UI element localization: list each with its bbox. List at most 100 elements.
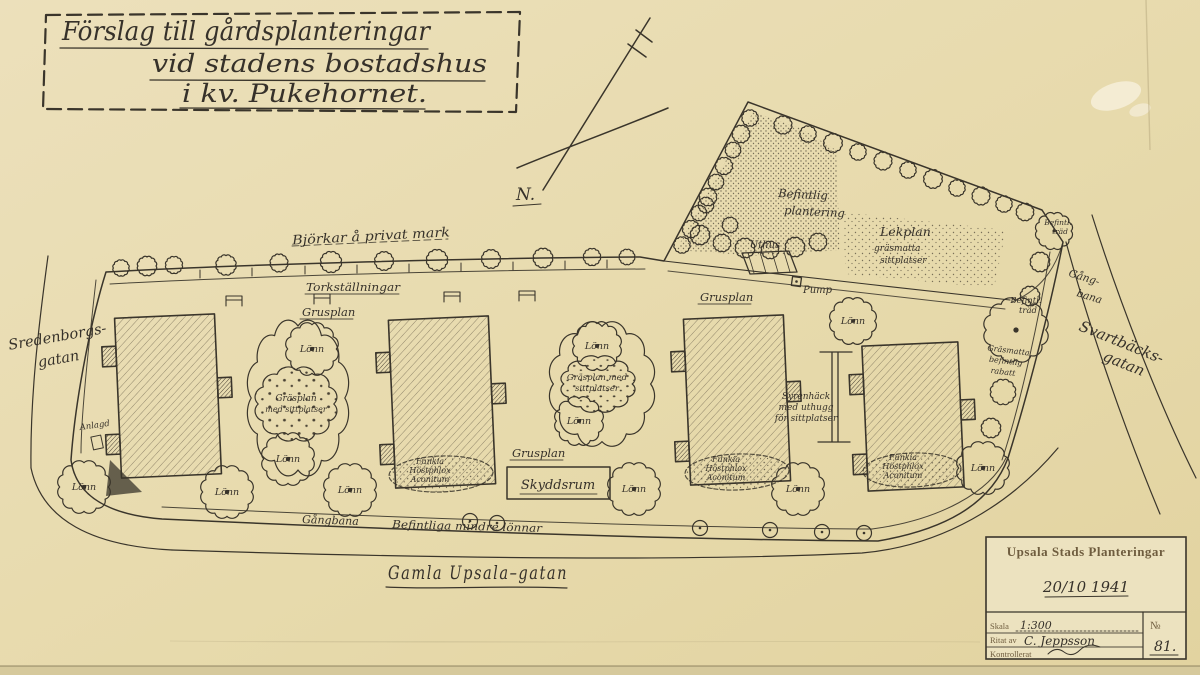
label-playground-line3: sittplatser — [880, 256, 927, 266]
label-maple: Lönn — [275, 454, 300, 465]
building-steps — [670, 350, 687, 373]
label-lawn2-line1: Gräsplan med — [567, 373, 628, 383]
north-arrow-feathers — [627, 29, 653, 58]
number-value: 81. — [1154, 639, 1176, 655]
outbuilding-roof-hatch — [747, 251, 791, 274]
building-2 — [374, 315, 507, 489]
laid-out-feature — [90, 434, 104, 451]
label-birches-underline — [291, 238, 449, 247]
drying-rack-icon — [518, 290, 536, 302]
building-steps — [374, 351, 392, 374]
playground-texture — [842, 212, 1006, 288]
drying-rack-icon — [443, 291, 461, 303]
lilac-hedge-symbol — [817, 351, 853, 443]
building-steps — [785, 380, 802, 403]
label-gravel-1: Grusplan — [302, 305, 355, 319]
building-4 — [848, 341, 977, 492]
building-steps — [490, 382, 507, 405]
drying-racks — [225, 290, 536, 307]
street-left-line2: gatan — [37, 348, 81, 371]
building-steps — [848, 373, 865, 396]
label-walkway-bottom: Gångbana — [302, 513, 359, 528]
label-existing-tree-1: Befintl. — [1043, 218, 1072, 227]
label-lawn1-line2: med sittplatser — [265, 405, 328, 414]
perennial-bed — [388, 455, 494, 493]
label-maple: Lönn — [566, 416, 591, 427]
checked-label: Kontrollerat — [990, 649, 1032, 659]
label-gravel-2: Grusplan — [700, 290, 753, 304]
right-road-edge-2 — [1091, 214, 1197, 479]
label-lilac-line3: för sittplatser — [774, 414, 838, 424]
outbuilding-group — [741, 250, 803, 288]
street-bottom-underline — [385, 586, 568, 589]
label-bed-line1: Funkia — [888, 453, 917, 462]
pump-dot — [795, 280, 798, 283]
label-bed-line2: Höstphlox — [408, 466, 451, 475]
bottom-left-road-curve — [30, 467, 173, 551]
paper-fold-line — [169, 640, 981, 643]
buildings — [100, 313, 977, 496]
title-underline-3 — [179, 107, 426, 110]
label-maple: Lönn — [621, 484, 646, 495]
label-bed-line1: Funkia — [415, 457, 444, 466]
building-outline — [113, 313, 223, 479]
label-existing-maples: Befintliga mindre lönnar — [391, 518, 543, 535]
label-gravel-3: Grusplan — [512, 446, 565, 460]
perennial-bed — [684, 453, 790, 491]
bottom-right-walk-inner — [871, 457, 1007, 530]
drawn-by-signature: C. Jeppsson — [1024, 634, 1095, 648]
drawing-title-line1: Förslag till gårdsplanteringar — [61, 16, 431, 47]
drawing-title-line3: i kv. Pukehornet. — [182, 79, 427, 108]
paper-torn-spot — [1090, 81, 1142, 111]
checked-signature-squiggle — [1047, 644, 1101, 656]
drawing-title-line2: vid stadens bostadshus — [152, 49, 487, 78]
building-3 — [670, 314, 802, 486]
label-maple: Lönn — [840, 316, 865, 327]
label-shelter: Skyddsrum — [521, 478, 595, 493]
paper-torn-spot-2 — [1129, 103, 1151, 117]
fence-posts — [199, 259, 608, 279]
label-existing-tree-1: Befintl. — [1009, 296, 1041, 306]
label-laid-out: Anlagd — [78, 419, 111, 433]
roads — [30, 214, 1197, 559]
label-maple: Lönn — [337, 485, 362, 496]
label-lawn2-line2: sittplatser — [575, 384, 620, 394]
building-steps — [959, 398, 977, 421]
title-underline-1 — [59, 47, 429, 50]
outbuilding-outline — [741, 250, 798, 275]
title-underline-2 — [149, 79, 486, 82]
existing-planting-texture — [676, 112, 840, 256]
bottom-walk-inner-line — [161, 506, 873, 530]
bottom-road-edge — [171, 447, 1059, 559]
building-steps — [104, 433, 122, 456]
scale-value: 1:300 — [1020, 619, 1052, 632]
label-maple: Lönn — [584, 341, 609, 352]
date-underline — [1044, 595, 1129, 598]
courtyard1-lawn — [253, 365, 339, 443]
label-maple: Lönn — [71, 482, 96, 493]
label-maple: Lönn — [214, 487, 239, 498]
label-playground-line2: gräsmatta — [874, 244, 921, 254]
top-walk-inner-line — [109, 268, 646, 285]
north-area-divider-inner — [667, 270, 1006, 310]
building-steps — [379, 443, 396, 466]
label-bed-line2: Höstphlox — [704, 464, 747, 473]
label-lilac-line2: med uthugg — [778, 403, 833, 413]
drying-rack-icon — [225, 295, 243, 307]
label-maple: Lönn — [299, 344, 324, 355]
scale-label: Skala — [990, 621, 1009, 631]
left-walk-inner-line — [80, 279, 97, 454]
building-steps — [216, 376, 233, 399]
pump-symbol — [790, 275, 803, 288]
label-lawn-right-3: rabatt — [990, 366, 1017, 378]
north-label-underline — [512, 203, 542, 207]
building-1 — [100, 313, 233, 479]
label-bed-line3: Aconitum — [410, 475, 450, 484]
courtyards — [90, 298, 962, 500]
label-existing-tree-2: träd — [1052, 227, 1068, 236]
right-road-edge-1 — [1065, 241, 1161, 515]
label-bed-line3: Aconitum — [883, 471, 923, 480]
title-block-border — [985, 536, 1187, 660]
label-bed-line1: Funkia — [711, 455, 740, 464]
